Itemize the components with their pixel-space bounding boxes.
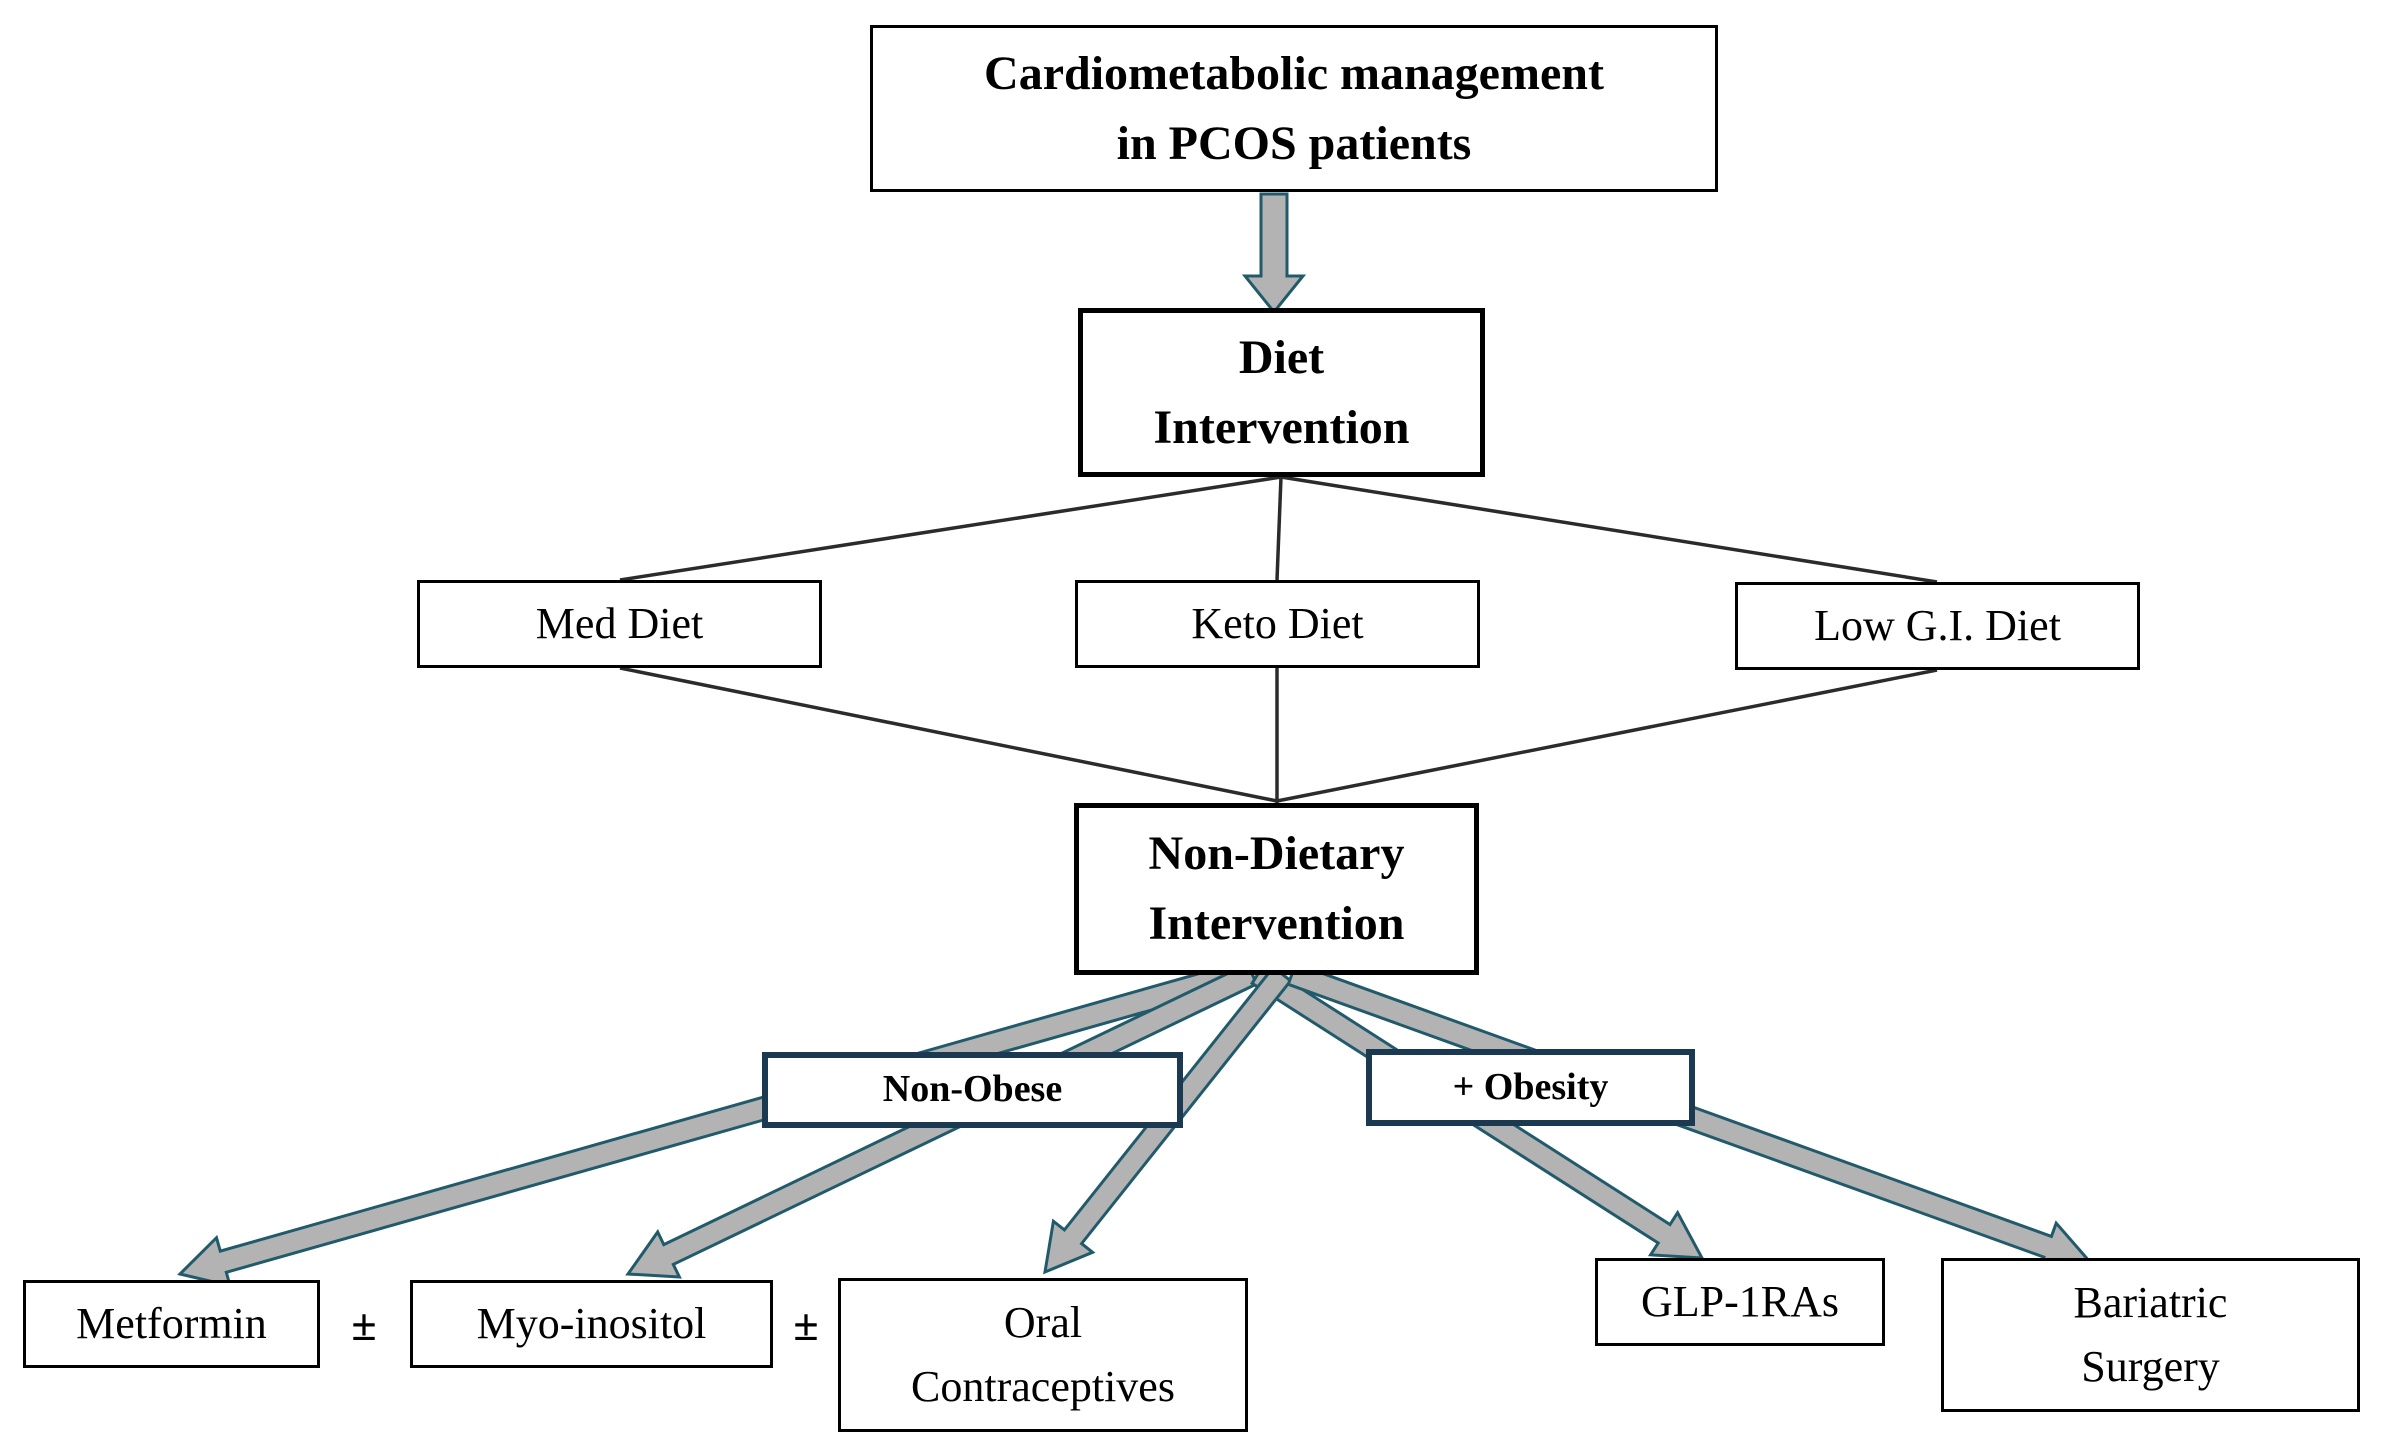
node-low-gi-diet: Low G.I. Diet (1735, 582, 2140, 670)
node-non-dietary-line1: Non-Dietary (1148, 827, 1405, 881)
node-metformin-label: Metformin (76, 1299, 267, 1349)
plus-minus-operator-2: ± (776, 1284, 836, 1364)
node-root-line2: in PCOS patients (1116, 116, 1472, 170)
line-diet-to-med-diet (619, 475, 1282, 582)
node-diet-intervention: Diet Intervention (1078, 308, 1485, 477)
node-metformin: Metformin (23, 1280, 320, 1368)
line-diet-to-low-gi-diet (1280, 475, 1938, 584)
node-med-diet: Med Diet (417, 580, 822, 668)
node-myo-inositol-label: Myo-inositol (476, 1299, 707, 1349)
plus-minus-2-glyph: ± (793, 1298, 819, 1350)
node-root-line1: Cardiometabolic management (984, 46, 1604, 100)
node-non-obese: Non-Obese (762, 1052, 1183, 1128)
line-med-diet-to-non-dietary (619, 666, 1278, 803)
node-bariatric-surgery-line1: Bariatric (2073, 1278, 2228, 1328)
node-plus-obesity-label: + Obesity (1452, 1065, 1609, 1108)
node-low-gi-diet-label: Low G.I. Diet (1814, 601, 2061, 651)
node-diet-intervention-line2: Intervention (1153, 400, 1410, 454)
node-plus-obesity: + Obesity (1366, 1049, 1695, 1126)
node-oral-contraceptives: Oral Contraceptives (838, 1278, 1248, 1432)
node-glp-1ras-label: GLP-1RAs (1640, 1277, 1840, 1327)
node-bariatric-surgery: Bariatric Surgery (1941, 1258, 2360, 1412)
node-diet-intervention-line1: Diet (1238, 330, 1325, 384)
node-cardiometabolic-management: Cardiometabolic management in PCOS patie… (870, 25, 1718, 192)
node-oral-contraceptives-line2: Contraceptives (911, 1362, 1175, 1411)
plus-minus-operator-1: ± (334, 1284, 394, 1364)
node-non-dietary-intervention: Non-Dietary Intervention (1074, 803, 1479, 975)
node-non-dietary-line2: Intervention (1148, 897, 1405, 950)
node-oral-contraceptives-line1: Oral (1003, 1298, 1083, 1348)
node-keto-diet: Keto Diet (1075, 580, 1480, 668)
node-keto-diet-label: Keto Diet (1191, 599, 1364, 649)
node-glp-1ras: GLP-1RAs (1595, 1258, 1885, 1346)
arrow-root-to-diet-intervention (1241, 192, 1307, 315)
plus-minus-1-glyph: ± (351, 1298, 377, 1350)
line-low-gi-to-non-dietary (1276, 668, 1938, 803)
node-non-obese-label: Non-Obese (882, 1068, 1063, 1111)
arrow-non-dietary-to-metformin (177, 961, 1243, 1288)
line-diet-to-keto-diet (1275, 476, 1283, 581)
node-bariatric-surgery-line2: Surgery (2081, 1342, 2220, 1391)
node-myo-inositol: Myo-inositol (410, 1280, 773, 1368)
node-med-diet-label: Med Diet (535, 599, 704, 649)
